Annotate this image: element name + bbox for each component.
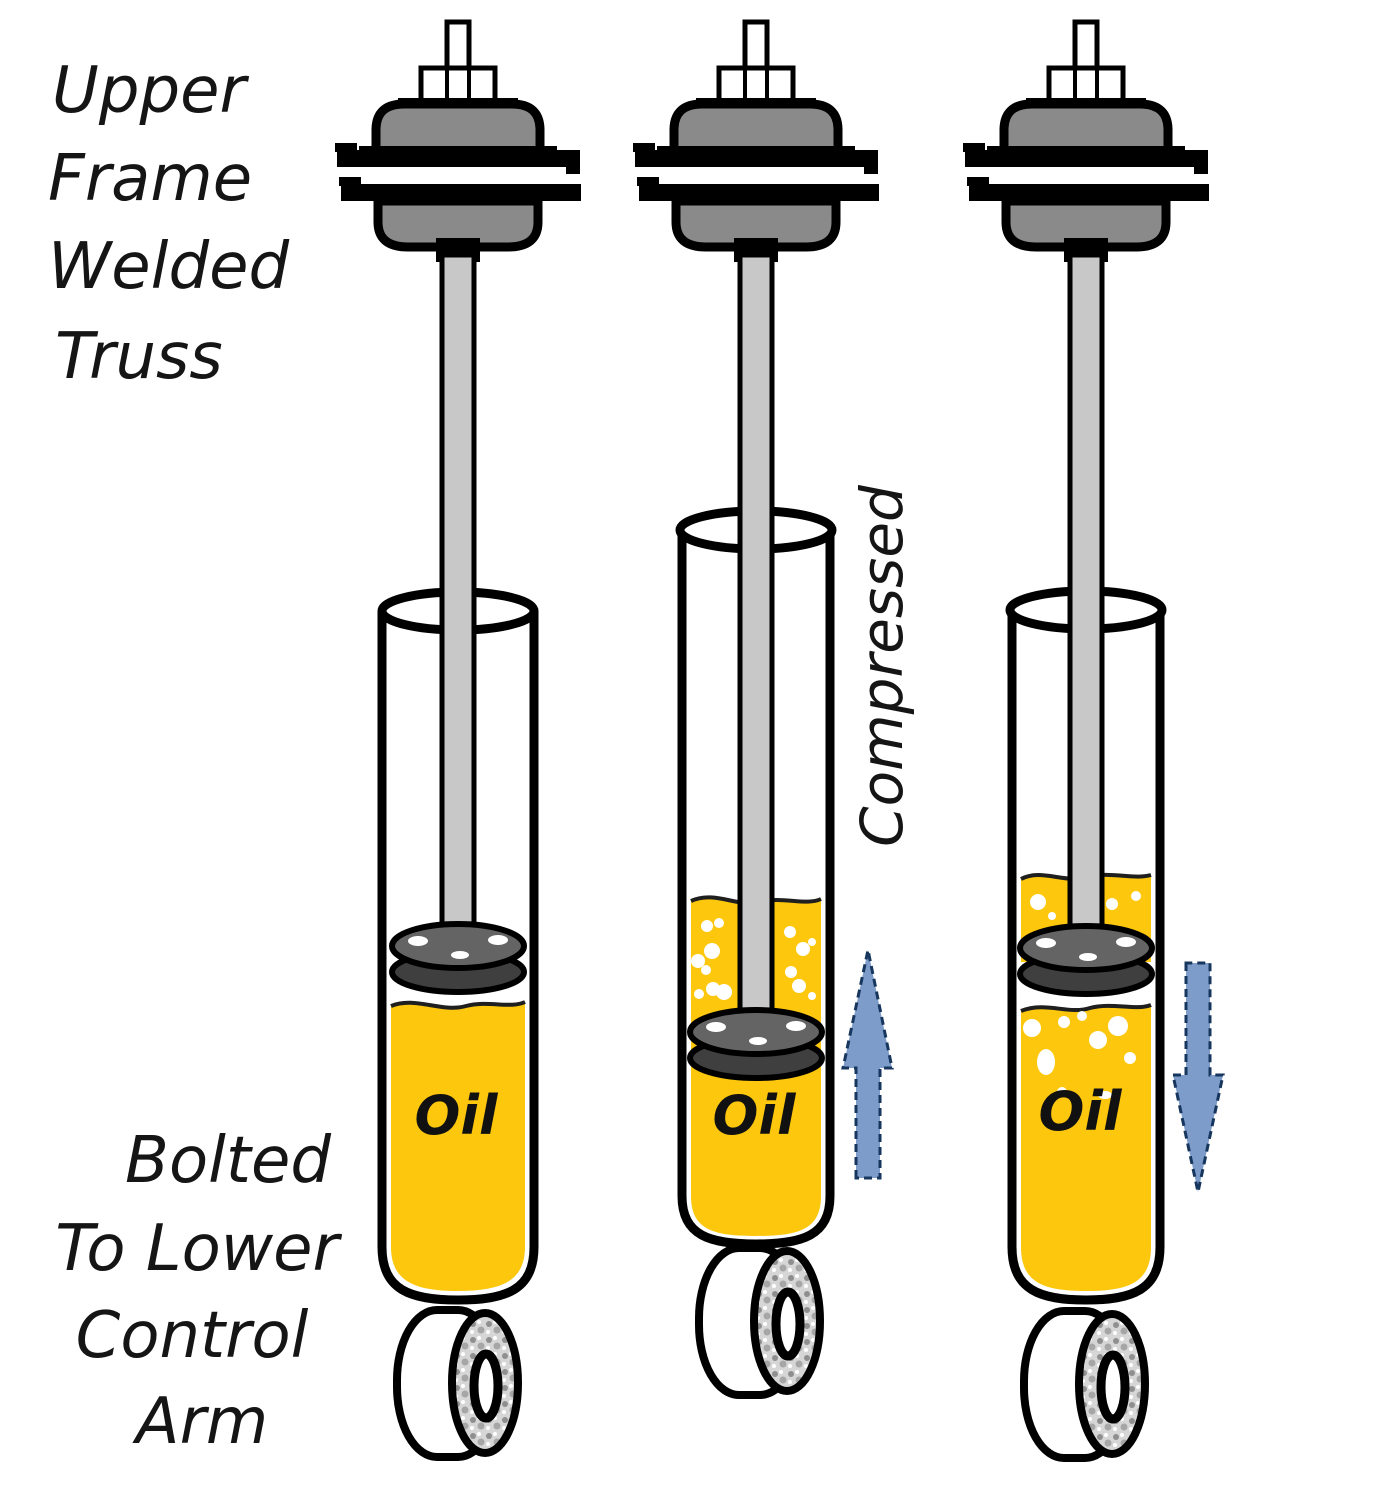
bubble [1048,912,1056,920]
bubble [808,938,816,946]
upper-mount-label-line: Upper [52,54,249,128]
bubble [691,954,705,968]
bubble [784,926,796,938]
piston-rod [439,252,477,953]
down-arrow-icon [1171,961,1225,1193]
oil-bubbles [1023,1011,1136,1099]
bubble [808,992,816,1000]
bubble [1030,894,1046,910]
compressed-label: Compressed [848,484,916,847]
upper-mount-label-line: Welded [48,230,289,304]
oil-label: Oil [415,1084,499,1147]
oil-fill [1021,1005,1151,1291]
top-mount [335,22,581,262]
piston [1020,926,1152,994]
oil-label: Oil [713,1084,797,1147]
oil-surface-line [1020,1003,1152,1013]
lower-mount-label-line: Control [76,1299,309,1373]
top-mount [963,22,1209,262]
bubble [1108,1016,1128,1036]
bubble [704,943,720,959]
lower-mount-label: Bolted To Lower Control Arm [55,1124,342,1459]
bubble [785,966,797,978]
lower-mount-label-line: Bolted [125,1124,331,1198]
up-arrow-icon [841,949,894,1180]
lower-eyelet-bushing [397,1310,518,1457]
bubble [701,965,711,975]
lower-mount-label-line: Arm [132,1385,268,1459]
oil-label: Oil [1039,1080,1123,1143]
piston-rod [1067,252,1105,953]
bubble [1106,898,1118,910]
top-mount [633,22,879,262]
bubble [1131,891,1141,901]
bubble [1089,1031,1107,1049]
bubble [1077,1011,1087,1021]
bubble [1057,1087,1067,1097]
piston [392,924,524,992]
bubble [796,942,810,956]
bubble [714,918,724,928]
bubble [1058,1016,1070,1028]
bubble [716,984,732,1000]
lower-eyelet-bushing [699,1248,820,1395]
upper-mount-label-line: Truss [55,320,223,394]
upper-mount-label-line: Frame [48,142,252,216]
bubble [1023,1019,1041,1037]
piston [690,1010,822,1078]
oil-surface-line [390,1000,526,1010]
bubble [1098,1091,1112,1099]
oil-fill [391,1002,525,1291]
shock-normal: Oil [335,22,581,1457]
lower-eyelet-bushing [1024,1311,1145,1458]
piston-rod [737,252,775,1038]
lower-mount-label-line: To Lower [55,1212,342,1286]
bubble [792,979,806,993]
shock-rebound: Oil [963,22,1225,1458]
bubble [1037,1049,1055,1075]
bubble [1124,1052,1136,1064]
shock-compressed: Oil Compressed [633,22,916,1395]
upper-mount-label: Upper Frame Welded Truss [48,54,289,394]
bubble [694,989,704,999]
bubble [701,920,713,932]
